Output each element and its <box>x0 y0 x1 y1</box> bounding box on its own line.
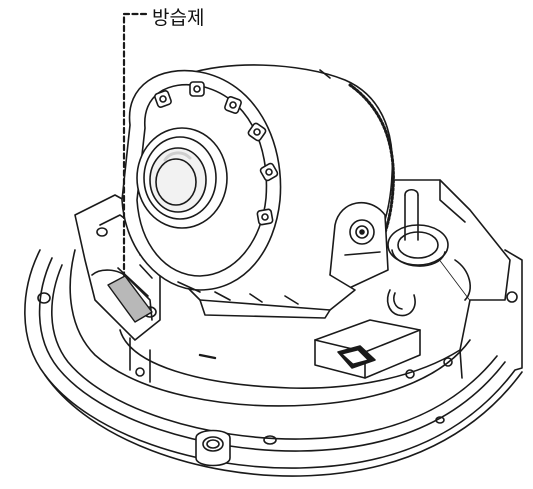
mount-hole-left <box>37 292 51 304</box>
camera-module <box>121 64 395 319</box>
mount-hole-bottom <box>263 435 277 445</box>
callout-leader-line <box>122 12 148 277</box>
mount-hole-right <box>506 291 518 303</box>
camera-lens <box>136 127 228 229</box>
ir-led-ring <box>154 81 279 226</box>
cable-grommet <box>387 188 449 267</box>
desiccant-callout-label: 방습제 <box>152 7 205 29</box>
desiccant-pack <box>107 275 153 323</box>
